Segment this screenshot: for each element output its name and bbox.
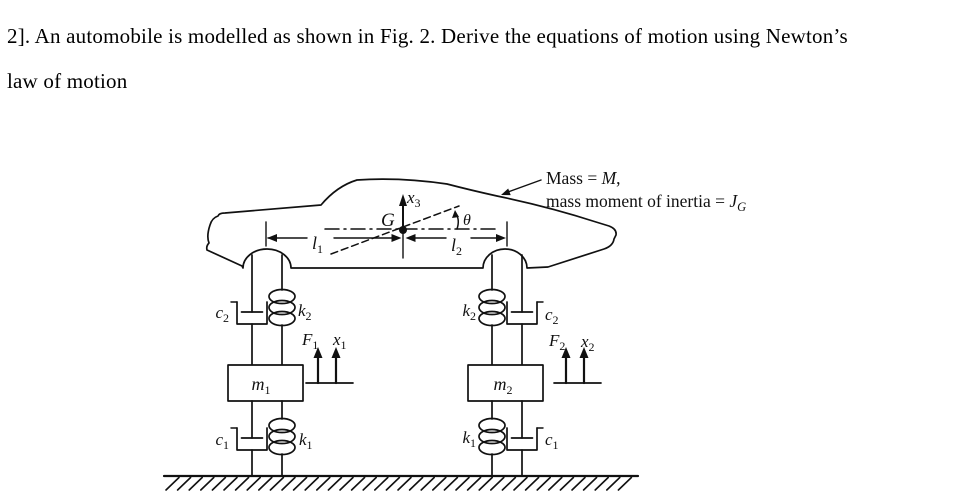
right-lower-spring-coil-3 [478, 439, 506, 456]
x3-arrowhead-icon [399, 194, 407, 206]
left-upper-spring-coil-1 [268, 288, 296, 305]
label-x3: x3 [406, 188, 421, 210]
label-F1: F1 [301, 330, 318, 352]
label-x2: x2 [580, 332, 595, 354]
label-k1-left: k1 [299, 430, 313, 452]
l2-arrowhead-left-icon [405, 234, 416, 242]
theta-arrowhead-icon [452, 210, 459, 218]
right-force-arrows: F2 x2 [548, 331, 602, 385]
right-lower-spring-coil-1 [478, 417, 506, 434]
mass-m2-box [467, 364, 544, 402]
ground [162, 474, 640, 491]
right-upper-spring-coil-2 [478, 299, 506, 316]
f1-arrowhead-icon [313, 347, 323, 358]
left-upper-spring-coil-2 [268, 299, 296, 316]
label-l1: l1 [312, 233, 323, 256]
dimension-l2: l2 [405, 221, 508, 258]
label-c2-right: c2 [545, 305, 559, 327]
label-c1-left: c1 [215, 430, 229, 452]
label-F2: F2 [548, 331, 565, 353]
label-k2-right: k2 [462, 301, 476, 323]
callout-inertia-line: mass moment of inertia = JG [546, 191, 746, 214]
label-x1: x1 [332, 330, 347, 352]
label-k2-left: k2 [298, 301, 312, 323]
left-upper-spring-coil-3 [268, 310, 296, 327]
x1-arrowhead-icon [331, 347, 341, 358]
car-body [205, 178, 617, 269]
label-c2-left: c2 [215, 303, 229, 325]
label-l2: l2 [451, 235, 462, 258]
label-theta: θ [463, 212, 471, 229]
x2-arrowhead-icon [579, 347, 589, 358]
problem-line-1: 2]. An automobile is modelled as shown i… [7, 24, 848, 48]
l1-arrowhead-right-icon [391, 234, 402, 242]
right-wheel-mass: m2 [467, 364, 544, 402]
label-k1-right: k1 [462, 428, 476, 450]
label-c1-right: c1 [545, 430, 559, 452]
left-suspension-lower: c1 k1 [215, 400, 313, 477]
center-of-gravity-group: G x3 θ [324, 188, 499, 259]
l2-arrowhead-right-icon [496, 234, 506, 242]
left-wheel-mass: m1 [227, 364, 304, 402]
left-force-arrows: F1 x1 [301, 330, 354, 385]
tilted-axis-dashed-line [330, 205, 460, 255]
right-upper-spring-coil-3 [478, 310, 506, 327]
left-lower-spring-coil-1 [268, 417, 296, 434]
right-lower-spring-coil-2 [478, 428, 506, 445]
callout-arrowhead-icon [501, 188, 511, 196]
ground-hatching [165, 476, 633, 491]
car-body-outline [205, 178, 617, 269]
callout-leader-line [507, 179, 542, 193]
mass-m1-box [227, 364, 304, 402]
right-upper-spring-coil-1 [478, 288, 506, 305]
label-m1: m1 [252, 374, 271, 397]
label-m2: m2 [494, 374, 513, 397]
right-suspension-upper: k2 c2 [462, 254, 559, 366]
left-suspension-upper: c2 k2 [215, 254, 312, 366]
callout-mass-line: Mass = M, [546, 168, 621, 188]
f2-arrowhead-icon [561, 347, 571, 358]
label-G: G [381, 210, 395, 231]
right-suspension-lower: k1 c1 [462, 400, 559, 477]
left-lower-spring-coil-2 [268, 428, 296, 445]
l1-arrowhead-left-icon [267, 234, 277, 242]
dimension-l1: l1 [265, 221, 402, 256]
left-lower-spring-coil-3 [268, 439, 296, 456]
problem-line-2: law of motion [7, 69, 128, 93]
problem-statement: 2]. An automobile is modelled as shown i… [7, 14, 957, 104]
mass-callout: Mass = M, mass moment of inertia = JG [501, 168, 746, 214]
